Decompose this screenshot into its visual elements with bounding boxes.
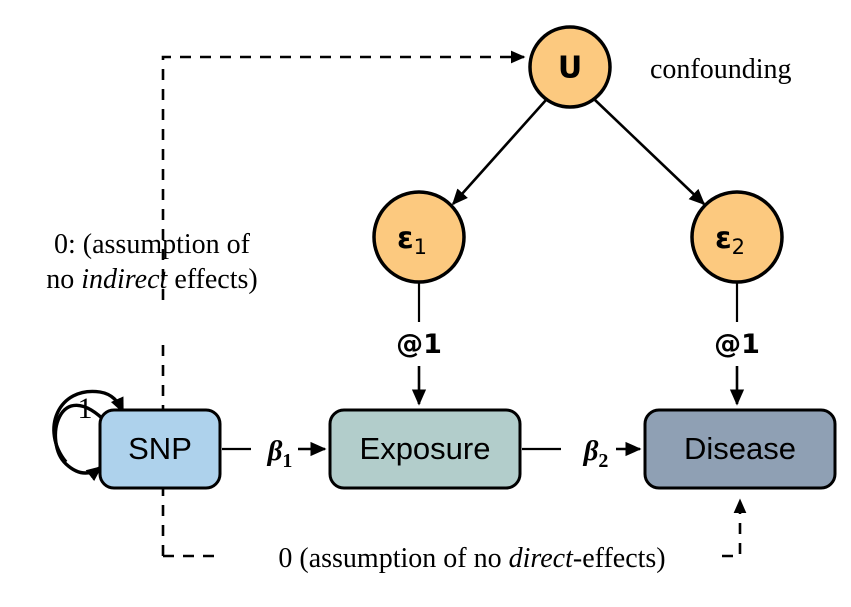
snp-self-loop-path-upper bbox=[52, 389, 125, 464]
at-one-exposure-label: @1 bbox=[396, 329, 442, 360]
node-error-disease[interactable]: ε2 bbox=[690, 190, 784, 284]
edge-confounder-to-error-disease bbox=[594, 99, 706, 206]
node-snp[interactable]: SNP bbox=[98, 408, 222, 490]
edge-snp-self-loop: 1 bbox=[52, 389, 125, 482]
error-exposure-label: ε1 bbox=[397, 221, 427, 260]
confounding-annotation: confounding bbox=[650, 54, 792, 85]
disease-label: Disease bbox=[684, 431, 796, 466]
beta1-label: β1 bbox=[267, 435, 293, 472]
beta2-label: β2 bbox=[583, 435, 609, 472]
indirect-annotation-line2: no indirect effects) bbox=[46, 264, 258, 295]
node-disease[interactable]: Disease bbox=[643, 408, 837, 490]
annotation-no-indirect-effects: 0: (assumption of no indirect effects) bbox=[46, 229, 258, 295]
confounder-label: U bbox=[558, 51, 582, 86]
node-confounder-u[interactable]: U bbox=[528, 25, 612, 109]
annotation-no-direct-effects: 0 (assumption of no direct-effects) bbox=[278, 543, 665, 574]
snp-variance-label: 1 bbox=[78, 392, 93, 425]
exposure-box[interactable] bbox=[328, 408, 522, 490]
dashed-path-snp-to-confounder bbox=[161, 50, 526, 300]
confounder-circle[interactable] bbox=[528, 25, 612, 109]
snp-label: SNP bbox=[128, 431, 192, 466]
error-disease-label: ε2 bbox=[715, 221, 745, 260]
node-error-exposure[interactable]: ε1 bbox=[372, 190, 466, 284]
snp-box[interactable] bbox=[98, 408, 222, 490]
indirect-annotation-line1: 0: (assumption of bbox=[54, 229, 251, 260]
edge-direct-effect-dashed bbox=[163, 498, 747, 558]
disease-box[interactable] bbox=[643, 408, 837, 490]
edge-confounder-to-error-exposure bbox=[451, 99, 547, 206]
at-one-disease-label: @1 bbox=[714, 329, 760, 360]
dashed-path-bottom-to-disease bbox=[722, 498, 747, 558]
node-exposure[interactable]: Exposure bbox=[328, 408, 522, 490]
exposure-label: Exposure bbox=[360, 431, 491, 466]
